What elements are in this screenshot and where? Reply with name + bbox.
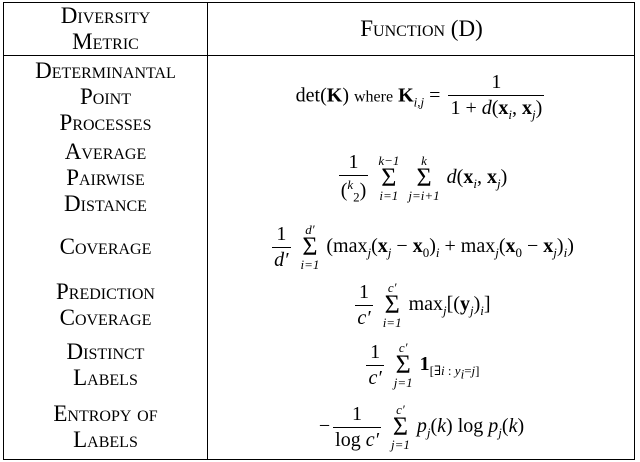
metric-line: Labels <box>73 427 138 452</box>
metric-name: Prediction Coverage <box>4 275 207 335</box>
metric-name: Coverage <box>4 219 207 275</box>
metric-line: Coverage <box>59 305 152 330</box>
metric-line: Labels <box>73 365 138 390</box>
metric-line: Determinantal <box>35 58 176 83</box>
metric-line: Prediction <box>55 279 155 304</box>
diversity-metrics-table: Diversity Metric Function (D) Determinan… <box>3 2 635 460</box>
metric-line: Coverage <box>59 234 152 259</box>
metric-line: Average <box>64 139 147 164</box>
metric-line: Distance <box>64 191 147 216</box>
metric-name: Average Pairwise Distance <box>4 137 207 219</box>
metric-line: Processes <box>59 110 152 135</box>
header-row: Diversity Metric Function (D) <box>4 3 634 55</box>
where-text: where <box>354 88 394 106</box>
metric-name: Entropy of Labels <box>4 395 207 459</box>
column-divider <box>207 3 208 459</box>
metric-line: Entropy of <box>53 401 158 426</box>
header-function: Function (D) <box>360 16 483 41</box>
header-metric-cell: Diversity Metric <box>4 3 207 55</box>
header-function-cell: Function (D) <box>209 3 634 55</box>
metric-line: Pairwise <box>66 165 145 190</box>
header-metric-line1: Diversity <box>60 3 151 28</box>
metric-name: Determinantal Point Processes <box>4 57 207 137</box>
metric-line: Distinct <box>66 339 145 364</box>
table-row: Determinantal Point Processes det(K) whe… <box>4 57 634 137</box>
metric-line: Point <box>79 84 131 109</box>
header-divider <box>4 55 634 56</box>
metric-name: Distinct Labels <box>4 335 207 395</box>
header-metric-line2: Metric <box>72 29 139 54</box>
